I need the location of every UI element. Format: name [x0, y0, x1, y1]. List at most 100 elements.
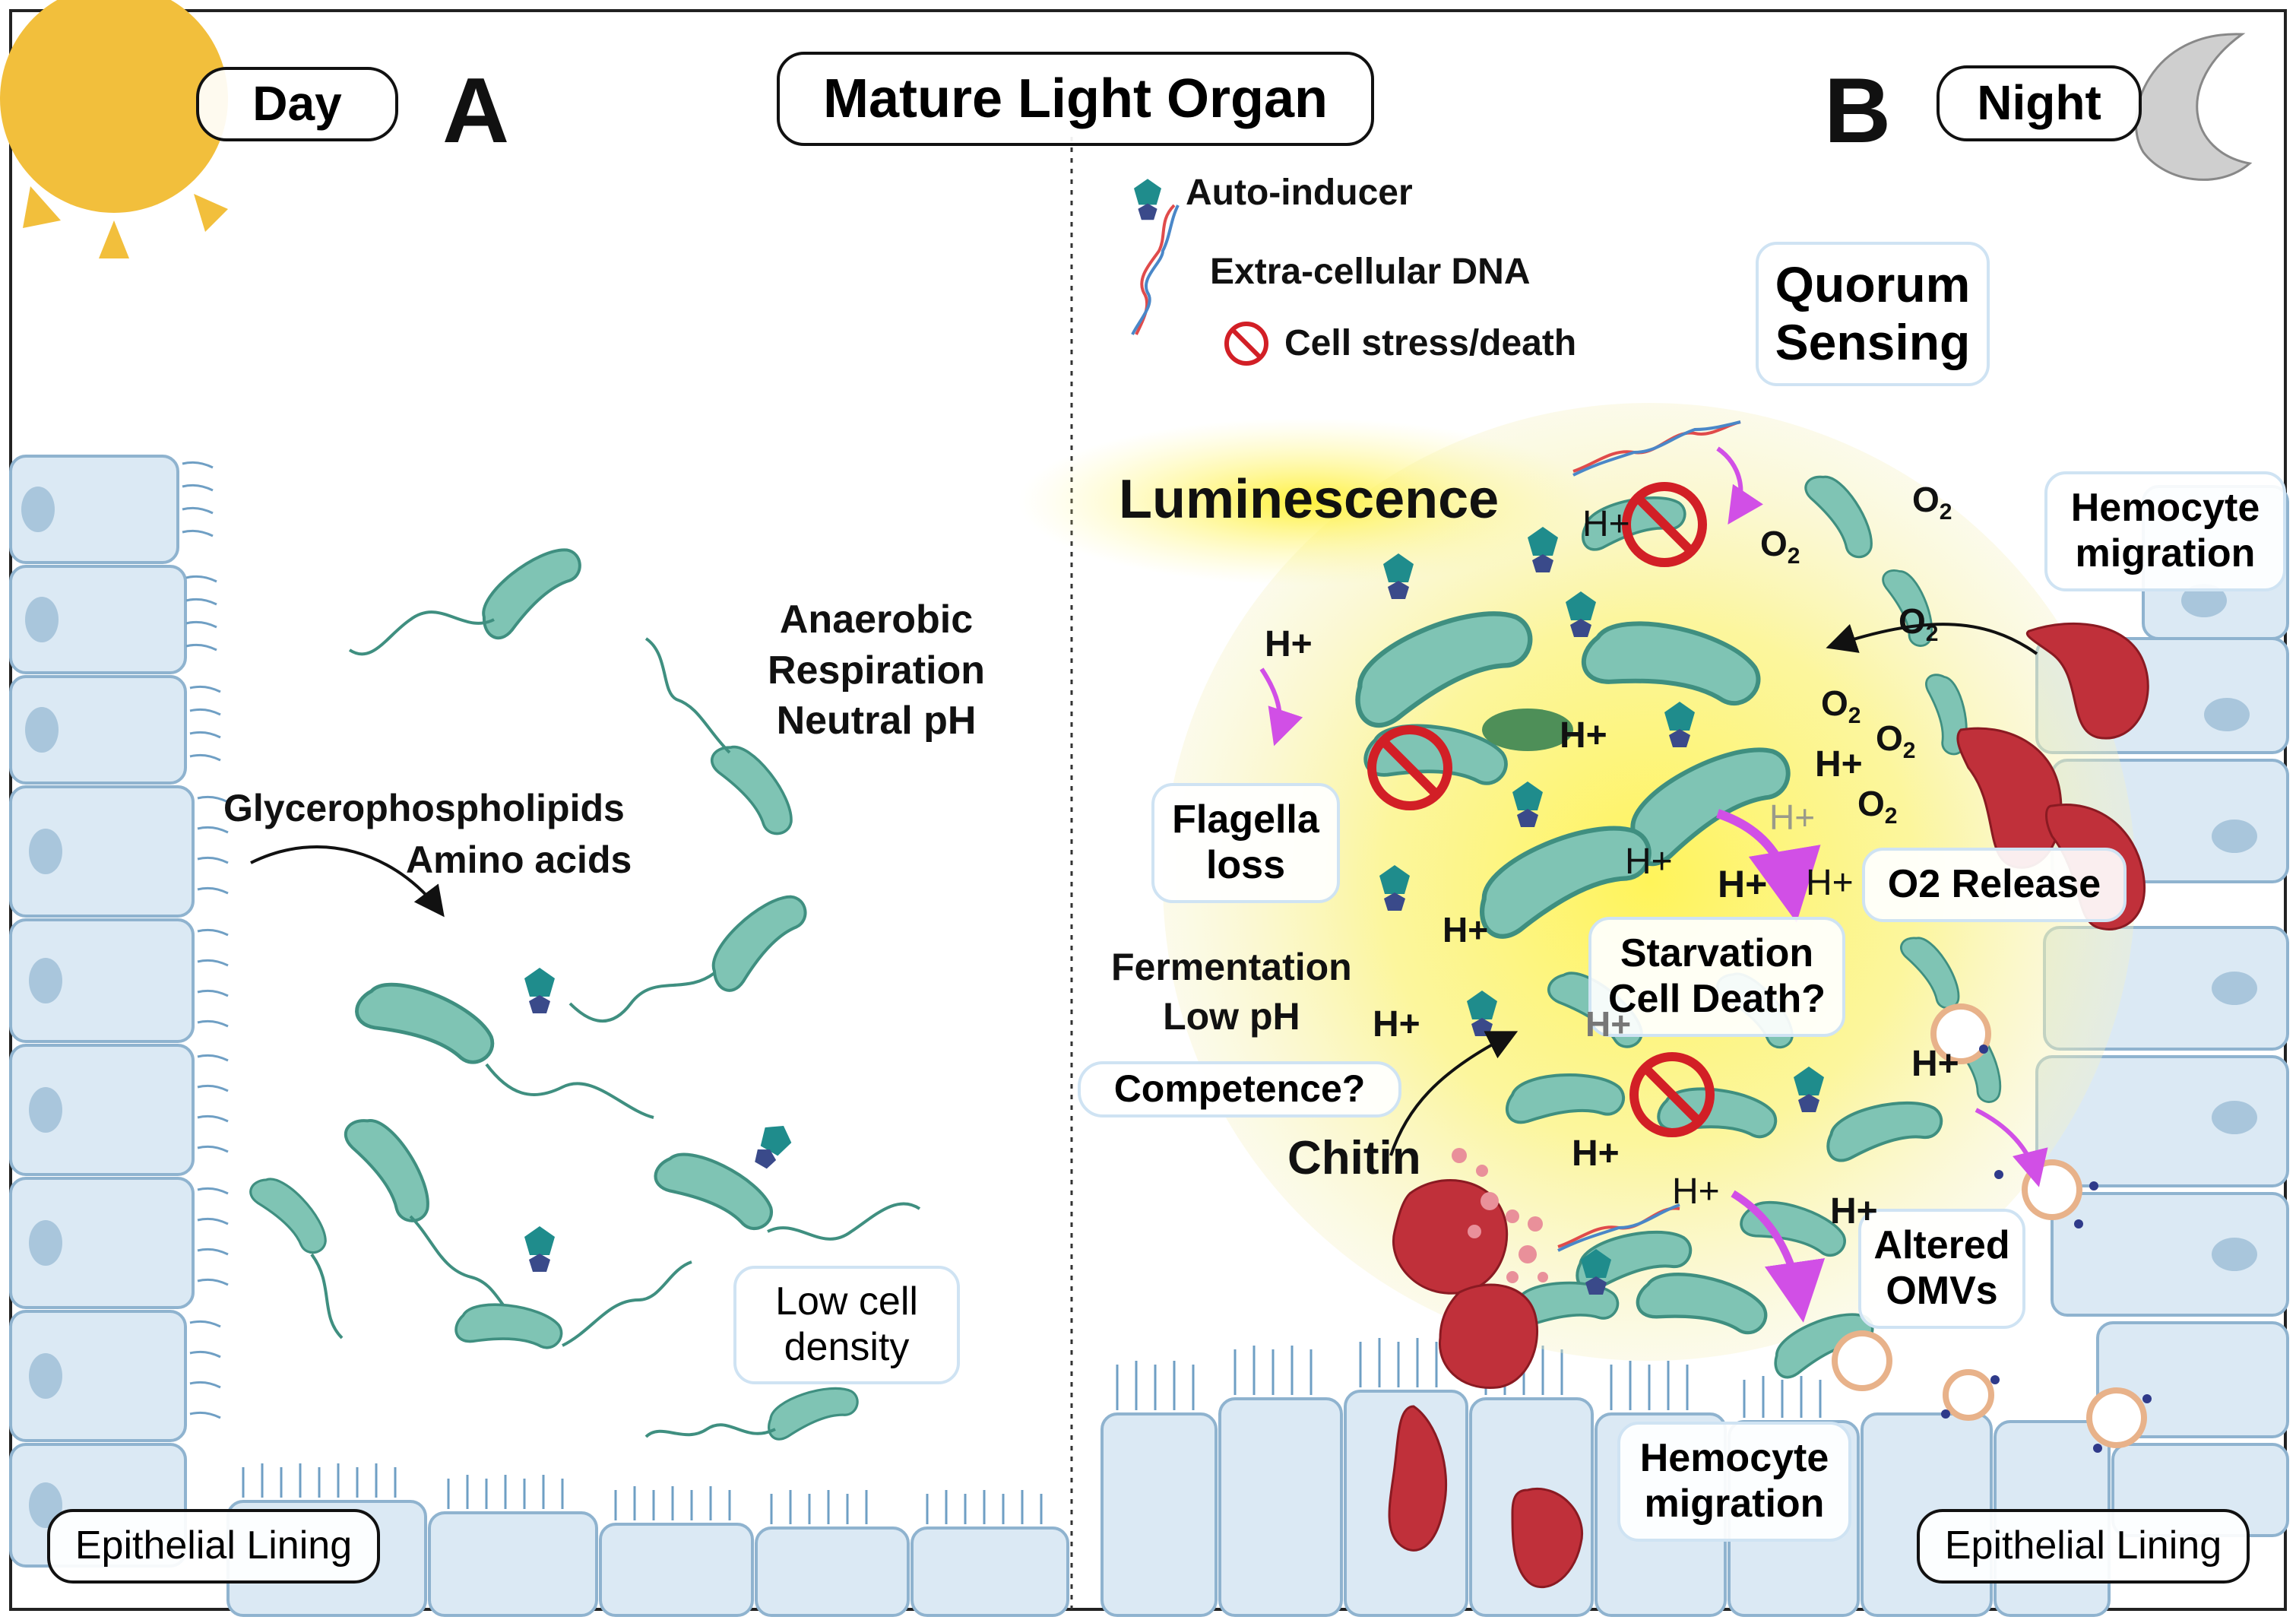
- omv-vesicles: [1832, 1003, 2147, 1448]
- altered-line-1: Altered: [1873, 1223, 2010, 1268]
- epithelial-a-text: Epithelial Lining: [74, 1523, 353, 1568]
- magenta-arrows: [1259, 446, 2048, 1323]
- o2-sub: 2: [1902, 738, 1916, 764]
- low-density-label: Low cell density: [733, 1266, 960, 1384]
- low-density-line-2: density: [784, 1325, 910, 1369]
- fermentation-line-1: Fermentation: [1111, 946, 1352, 988]
- o2-sub: 2: [1787, 544, 1800, 569]
- competence-label: Competence?: [1078, 1061, 1401, 1118]
- hemocyte-top-line-1: Hemocyte: [2070, 486, 2260, 531]
- anaerobic-line-1: Anaerobic: [779, 598, 974, 642]
- o2-release-text: O2 Release: [1887, 862, 2101, 907]
- omv-dots: [1941, 1045, 2152, 1453]
- starvation-line-1: Starvation: [1620, 931, 1814, 976]
- stressed-bacterium: [1482, 709, 1573, 751]
- chitin-label: Chitin: [1287, 1132, 1421, 1184]
- o2-marker: O2: [1760, 523, 1800, 569]
- o2-marker: O2: [1876, 718, 1915, 764]
- panel-a-label: A: [442, 59, 510, 162]
- o2-o: O: [1912, 480, 1940, 519]
- hemocyte-bottom-line-2: migration: [1644, 1482, 1825, 1526]
- h-plus-marker: H+: [1572, 1133, 1620, 1174]
- extracellular-dna-icons: [1131, 204, 1741, 1252]
- o2-o: O: [1821, 683, 1848, 723]
- o2-o: O: [1760, 524, 1788, 563]
- o2-sub: 2: [1848, 703, 1861, 729]
- night-label: Night: [1937, 65, 2142, 141]
- h-plus-marker: H+: [1806, 863, 1854, 903]
- o2-marker: O2: [1912, 479, 1952, 525]
- nutrient-arrow: [250, 845, 445, 918]
- cell-stress-icons: [1224, 322, 1715, 1137]
- o2-marker: O2: [1899, 601, 1938, 647]
- altered-line-2: OMVs: [1886, 1269, 1998, 1313]
- starvation-line-2: Cell Death?: [1607, 977, 1826, 1021]
- h-plus-marker: H+: [1911, 1044, 1959, 1084]
- panel-b-label: B: [1824, 59, 1892, 162]
- o2-o: O: [1876, 718, 1903, 758]
- sun-icon: [0, 0, 228, 258]
- h-plus-marker: H+: [1625, 842, 1673, 882]
- epithelial-b-text: Epithelial Lining: [1944, 1523, 2222, 1568]
- o2-marker: O2: [1857, 783, 1897, 829]
- fermentation-line-2: Low pH: [1163, 995, 1300, 1038]
- anaerobic-label: Anaerobic Respiration Neutral pH: [768, 594, 985, 747]
- fermentation-label: Fermentation Low pH: [1111, 943, 1352, 1041]
- flagella-loss-label: Flagella loss: [1151, 783, 1340, 903]
- h-plus-marker: H+: [1769, 797, 1816, 837]
- h-plus-marker: H+: [1582, 504, 1630, 544]
- epithelial-cells-left: [9, 455, 195, 1568]
- day-text: Day: [252, 76, 342, 132]
- chitin-debris: [1452, 1148, 1548, 1283]
- hemocyte-bottom-line-1: Hemocyte: [1639, 1436, 1829, 1481]
- luminescence-label: Luminescence: [1119, 469, 1500, 530]
- h-plus-marker: H+: [1672, 1171, 1720, 1212]
- h-plus-marker: H+: [1373, 1004, 1420, 1045]
- o2-arrow: [1826, 623, 2038, 655]
- o2-sub: 2: [1925, 621, 1939, 647]
- o2-release-label: O2 Release: [1862, 848, 2127, 922]
- legend-stress: Cell stress/death: [1284, 323, 1577, 363]
- chitin-arrow: [1389, 1031, 1519, 1156]
- hemocyte-migration-top: Hemocyte migration: [2044, 471, 2286, 591]
- competence-text: Competence?: [1113, 1067, 1366, 1111]
- legend-stress-icon: [1219, 325, 1257, 363]
- o2-sub: 2: [1939, 499, 1952, 525]
- anaerobic-line-2: Respiration: [768, 648, 986, 693]
- hemocyte-migration-bottom: Hemocyte migration: [1617, 1422, 1851, 1542]
- cilia-bottom-a: [242, 1463, 1043, 1524]
- legend-edna: Extra-cellular DNA: [1210, 252, 1531, 292]
- hemocyte-top-line-2: migration: [2075, 531, 2256, 575]
- anaerobic-line-3: Neutral pH: [776, 699, 977, 743]
- day-label: Day: [196, 67, 398, 141]
- nutrients-label: Glycerophospholipids Amino acids: [223, 783, 632, 886]
- flagella-line-2: loss: [1205, 843, 1286, 887]
- h-plus-marker: H+: [1443, 910, 1489, 949]
- nutrients-line-2: Amino acids: [406, 838, 632, 881]
- legend-auto-inducer: Auto-inducer: [1186, 173, 1413, 213]
- o2-o: O: [1899, 601, 1926, 641]
- o2-o: O: [1857, 784, 1885, 823]
- flagella-line-1: Flagella: [1172, 797, 1319, 842]
- low-density-line-1: Low cell: [775, 1279, 918, 1324]
- o2-sub: 2: [1884, 804, 1898, 829]
- moon-icon: [2134, 33, 2253, 181]
- altered-omvs-label: Altered OMVs: [1858, 1209, 2025, 1329]
- quorum-line-1: Quorum: [1775, 256, 1971, 313]
- epithelial-cells-bottom-a: [226, 1500, 1069, 1617]
- starvation-label: Starvation Cell Death?: [1588, 917, 1845, 1037]
- epithelial-lining-a: Epithelial Lining: [47, 1509, 380, 1584]
- figure-title-text: Mature Light Organ: [823, 68, 1328, 129]
- luminescence-glow: [1018, 418, 1596, 585]
- h-plus-marker: H+: [1265, 624, 1313, 664]
- h-plus-marker: H+: [1718, 863, 1768, 905]
- quorum-line-2: Sensing: [1775, 314, 1971, 370]
- figure-title: Mature Light Organ: [777, 52, 1374, 146]
- h-plus-marker: H+: [1560, 715, 1607, 756]
- h-plus-marker: H+: [1585, 1004, 1632, 1044]
- nutrients-line-1: Glycerophospholipids: [223, 787, 625, 829]
- h-plus-marker: H+: [1815, 744, 1863, 785]
- quorum-sensing-label: Quorum Sensing: [1756, 242, 1990, 386]
